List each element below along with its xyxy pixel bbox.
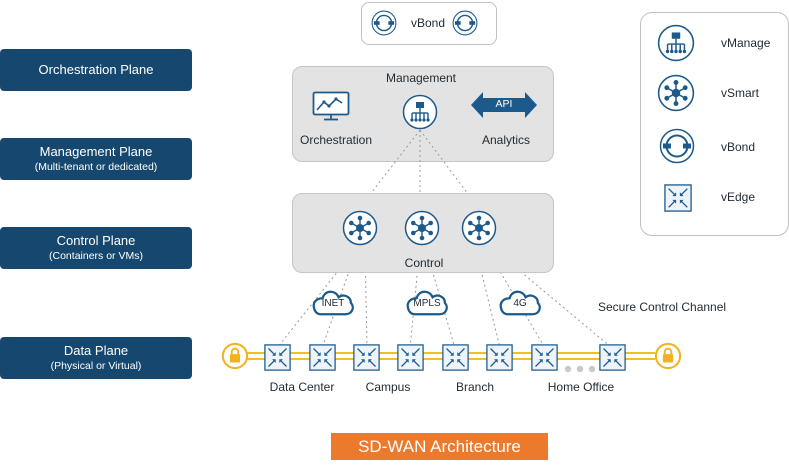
orchestration-plane-label: Orchestration Plane [0, 49, 192, 91]
site-label-campus: Campus [365, 380, 411, 394]
api-arrow-icon [471, 92, 537, 118]
plane-title: Orchestration Plane [38, 62, 154, 78]
management-title: Management [385, 71, 457, 85]
control-plane-label: Control Plane (Containers or VMs) [0, 227, 192, 269]
plane-title: Data Plane [63, 343, 129, 359]
vbond-label: vBond [410, 16, 446, 30]
legend-label-vmanage: vManage [721, 36, 771, 50]
orchestration-label: Orchestration [300, 133, 373, 147]
vedge-icon [442, 344, 469, 371]
vedge-icon [264, 344, 291, 371]
transport-label-mpls: MPLS [413, 298, 441, 309]
data-plane-label: Data Plane (Physical or Virtual) [0, 337, 192, 379]
plane-subtitle: (Multi-tenant or dedicated) [34, 161, 158, 173]
analytics-label: Analytics [481, 133, 531, 147]
vedge-icon [309, 344, 336, 371]
transport-label-4g: 4G [513, 298, 527, 309]
plane-title: Management Plane [39, 144, 153, 160]
lock-icon [654, 342, 682, 370]
legend-label-vsmart: vSmart [721, 86, 760, 100]
vedge-icon [397, 344, 424, 371]
plane-subtitle: (Containers or VMs) [49, 250, 143, 262]
more-dots-icon [564, 365, 596, 373]
monitor-chart-icon [312, 91, 350, 121]
secure-control-channel-label: Secure Control Channel [598, 300, 727, 314]
control-label: Control [404, 256, 444, 270]
vedge-icon [599, 344, 626, 371]
plane-title: Control Plane [56, 233, 136, 249]
vedge-icon [531, 344, 558, 371]
api-label: API [495, 98, 513, 110]
diagram-title: SD-WAN Architecture [331, 433, 548, 460]
plane-subtitle: (Physical or Virtual) [50, 360, 142, 372]
vedge-icon [353, 344, 380, 371]
transport-label-inet: INET [321, 298, 345, 309]
site-label-data-center: Data Center [269, 380, 335, 394]
vedge-icon [486, 344, 513, 371]
site-label-home-office: Home Office [547, 380, 615, 394]
site-label-branch: Branch [455, 380, 495, 394]
legend-label-vedge: vEdge [721, 190, 756, 204]
lock-icon [221, 342, 249, 370]
management-plane-label: Management Plane (Multi-tenant or dedica… [0, 138, 192, 180]
legend-label-vbond: vBond [721, 140, 756, 154]
